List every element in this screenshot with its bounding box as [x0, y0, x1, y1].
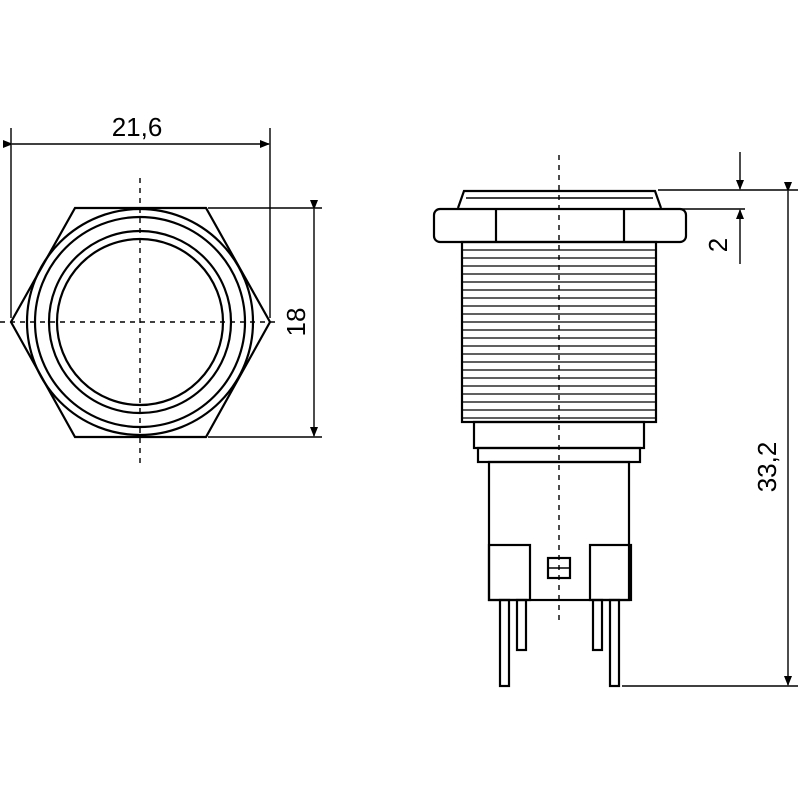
pin-right-outer	[608, 598, 621, 688]
terminal-block-left	[487, 543, 532, 602]
pin-right-inner	[591, 598, 604, 652]
pin-left-outer	[498, 598, 511, 688]
side-view: 2 33,2	[432, 152, 798, 688]
front-view: 21,6 18	[0, 112, 322, 466]
pin-left-inner	[515, 598, 528, 652]
width-dimension-label: 21,6	[112, 112, 163, 142]
terminal-block-right	[588, 543, 633, 602]
height-dimension-label: 18	[281, 308, 311, 337]
bezel-cap	[456, 189, 663, 209]
bezel-dimension-label: 2	[703, 238, 733, 252]
total-dimension-label: 33,2	[752, 442, 782, 493]
side-nut	[432, 207, 688, 244]
